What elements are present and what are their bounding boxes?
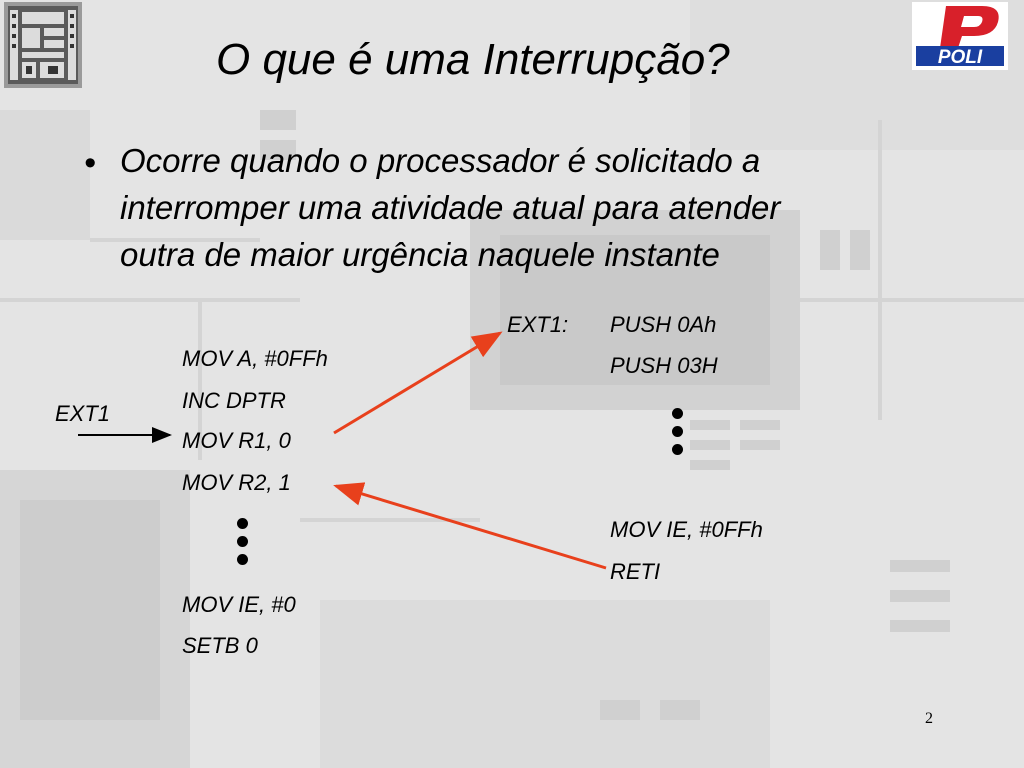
main-code-line: MOV IE, #0 bbox=[182, 592, 296, 617]
isr-code-line: MOV IE, #0FFh bbox=[610, 517, 763, 542]
main-code-line: SETB 0 bbox=[182, 633, 258, 658]
main-code-line: MOV R1, 0 bbox=[182, 428, 291, 453]
bullet-line: outra de maior urgência naquele instante bbox=[120, 236, 720, 273]
main-code-line: MOV R2, 1 bbox=[182, 470, 291, 495]
return-from-isr-arrow bbox=[333, 482, 607, 570]
poli-logo: POLI bbox=[912, 2, 1008, 70]
isr-code-line: RETI bbox=[610, 559, 661, 584]
main-code-line: MOV A, #0FFh bbox=[182, 346, 328, 371]
chip-image bbox=[4, 2, 82, 88]
ellipsis-dots bbox=[237, 518, 248, 572]
ellipsis-dots bbox=[672, 408, 683, 462]
isr-code-line: PUSH 0Ah bbox=[610, 312, 717, 337]
isr-label: EXT1: bbox=[507, 312, 569, 337]
logo-text: POLI bbox=[938, 47, 983, 68]
page-number: 2 bbox=[925, 710, 933, 727]
slide-title: O que é uma Interrupção? bbox=[216, 35, 730, 84]
main-code-line: INC DPTR bbox=[182, 388, 286, 413]
isr-code-line: PUSH 03H bbox=[610, 353, 718, 378]
bullet-line: interromper uma atividade atual para ate… bbox=[120, 189, 781, 226]
bullet-marker: • bbox=[84, 144, 96, 182]
bullet-line: Ocorre quando o processador é solicitado… bbox=[120, 142, 761, 179]
bullet-text: Ocorre quando o processador é solicitado… bbox=[120, 137, 980, 278]
jump-to-isr-arrow bbox=[333, 331, 503, 435]
interrupt-source-label: EXT1 bbox=[55, 401, 111, 426]
